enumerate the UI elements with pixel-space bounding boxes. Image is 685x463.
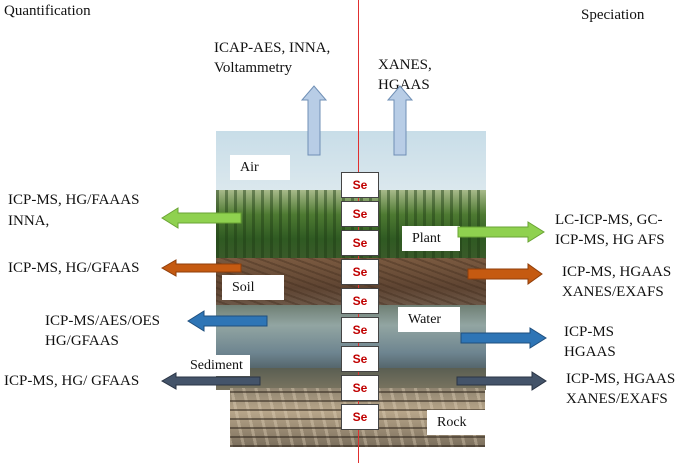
soil-left-arrow — [160, 259, 242, 277]
plant-quantification-methods: ICP-MS, HG/FAAAS INNA, — [8, 192, 140, 229]
plant-label: Plant — [402, 226, 460, 251]
up-arrow-left — [300, 85, 328, 156]
water-quantification-methods: ICP-MS/AES/OES HG/GFAAS — [45, 313, 161, 349]
water-left-arrow — [187, 310, 268, 332]
se-cell: Se — [341, 259, 379, 285]
sediment-left-arrow — [160, 372, 261, 390]
water-right-arrow — [460, 327, 547, 349]
water-label: Water — [398, 307, 460, 332]
se-cell: Se — [341, 317, 379, 343]
air-quantification-methods: ICAP-AES, INNA, Voltammetry — [214, 40, 331, 76]
rock-label: Rock — [427, 410, 487, 435]
up-arrow-right — [386, 85, 414, 156]
se-cell: Se — [341, 230, 379, 256]
quantification-heading: Quantification — [4, 3, 91, 19]
speciation-heading: Speciation — [581, 7, 645, 23]
se-cell: Se — [341, 375, 379, 401]
sediment-label: Sediment — [186, 355, 250, 376]
soil-quantification-methods: ICP-MS, HG/GFAAS — [8, 260, 140, 276]
plant-right-arrow — [457, 221, 545, 243]
soil-right-arrow — [467, 263, 543, 285]
selenium-column: Se Se Se Se Se Se Se Se Se — [341, 172, 379, 433]
se-cell: Se — [341, 404, 379, 430]
se-cell: Se — [341, 201, 379, 227]
se-cell: Se — [341, 346, 379, 372]
sediment-right-arrow — [456, 371, 547, 391]
soil-speciation-methods: ICP-MS, HGAAS XANES/EXAFS — [562, 264, 672, 300]
sediment-speciation-methods: ICP-MS, HGAAS XANES/EXAFS — [566, 371, 676, 407]
soil-label: Soil — [222, 275, 284, 300]
sediment-quantification-methods: ICP-MS, HG/ GFAAS — [4, 373, 140, 389]
se-cell: Se — [341, 288, 379, 314]
air-speciation-methods: XANES, HGAAS — [378, 57, 432, 93]
water-speciation-methods: ICP-MS HGAAS — [564, 324, 616, 360]
se-cell: Se — [341, 172, 379, 198]
plant-speciation-methods: LC-ICP-MS, GC- ICP-MS, HG AFS — [555, 212, 665, 248]
air-label: Air — [230, 155, 290, 180]
plant-left-arrow — [161, 207, 242, 229]
